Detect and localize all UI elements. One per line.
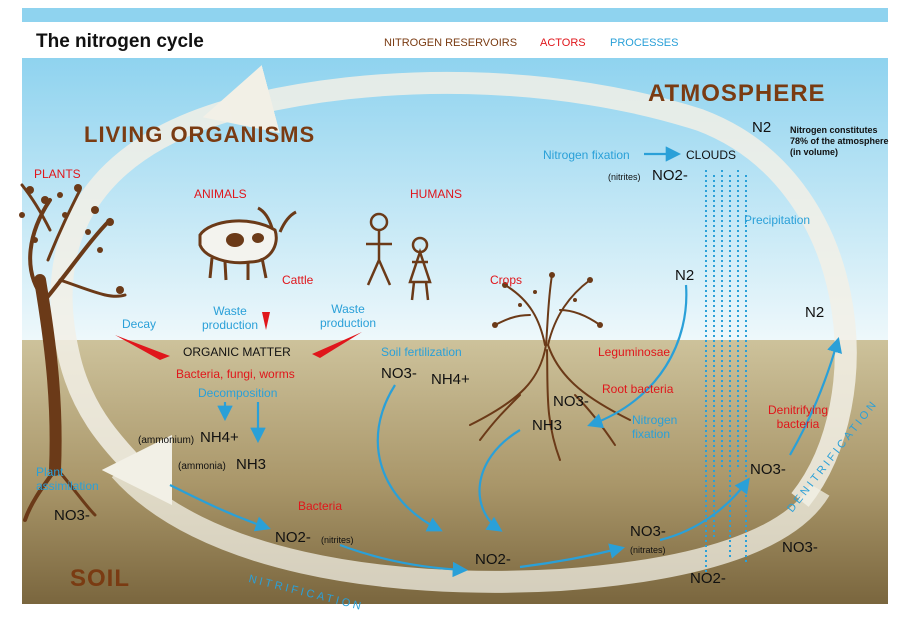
chem-no2-clouds: NO2-: [652, 168, 688, 183]
chem-nh4-fertilization: NH4+: [431, 372, 470, 387]
denitrifying-line: Denitrifying: [768, 404, 828, 418]
label-clouds: CLOUDS: [686, 149, 736, 161]
waste-line: production: [320, 317, 376, 331]
legend-processes: PROCESSES: [610, 38, 678, 49]
waste-line: Waste: [320, 303, 376, 317]
chem-no3-denitrification: NO3-: [750, 462, 786, 477]
chem-nh3-decomposition: NH3: [236, 457, 266, 472]
n2-note-line: 78% of the atmosphere: [790, 136, 889, 147]
waste-line: Waste: [202, 305, 258, 319]
chem-nh4-decomposition: NH4+: [200, 430, 239, 445]
chem-no2-bottom: NO2-: [475, 552, 511, 567]
chem-no3-nitrates: NO3-: [630, 524, 666, 539]
reservoir-living-organisms: LIVING ORGANISMS: [84, 124, 315, 146]
chem-n2-atmosphere: N2: [752, 120, 771, 135]
actor-plants: PLANTS: [34, 168, 81, 180]
assimilation-line: assimilation: [36, 480, 99, 494]
chem-no2-mid: NO2-: [275, 530, 311, 545]
n2-note-line: Nitrogen constitutes: [790, 125, 889, 136]
process-nitrogen-fixation-root: Nitrogen fixation: [632, 414, 677, 442]
chem-no3-right: NO3-: [782, 540, 818, 555]
process-plant-assimilation: Plant assimilation: [36, 466, 99, 494]
process-decay: Decay: [122, 318, 156, 330]
top-band: [22, 8, 888, 22]
chem-no3-fertilization: NO3-: [381, 366, 417, 381]
process-soil-fertilization: Soil fertilization: [381, 346, 462, 358]
process-waste-cattle: Waste production: [202, 305, 258, 333]
legend-actors: ACTORS: [540, 38, 586, 49]
process-decomposition: Decomposition: [198, 387, 277, 399]
n2-note: Nitrogen constitutes 78% of the atmosphe…: [790, 125, 889, 157]
chem-no3-root: NO3-: [553, 394, 589, 409]
n2-note-line: (in volume): [790, 147, 889, 158]
fixation-line: Nitrogen: [632, 414, 677, 428]
chem-n2-right: N2: [805, 305, 824, 320]
chem-n2-mid: N2: [675, 268, 694, 283]
label-ammonium: (ammonium): [138, 436, 194, 446]
label-nitrites-soil: (nitrites): [321, 536, 354, 545]
waste-line: production: [202, 319, 258, 333]
process-waste-humans: Waste production: [320, 303, 376, 331]
reservoir-soil: SOIL: [70, 567, 130, 591]
assimilation-line: Plant: [36, 466, 99, 480]
fixation-line: fixation: [632, 428, 677, 442]
denitrifying-line: bacteria: [768, 418, 828, 432]
chem-nh3-root: NH3: [532, 418, 562, 433]
actor-bacteria: Bacteria: [298, 500, 342, 512]
label-nitrates: (nitrates): [630, 546, 666, 555]
actor-root-bacteria: Root bacteria: [602, 383, 673, 395]
process-precipitation: Precipitation: [744, 214, 810, 226]
legend-reservoirs: NITROGEN RESERVOIRS: [384, 38, 517, 49]
label-organic-matter: ORGANIC MATTER: [183, 346, 291, 358]
diagram-title: The nitrogen cycle: [36, 32, 204, 51]
label-nitrites-clouds: (nitrites): [608, 173, 641, 182]
actor-leguminosae: Leguminosae: [598, 346, 670, 358]
actor-cattle: Cattle: [282, 274, 313, 286]
reservoir-atmosphere: ATMOSPHERE: [648, 82, 826, 106]
actor-animals: ANIMALS: [194, 188, 247, 200]
actor-humans: HUMANS: [410, 188, 462, 200]
chem-no2-clouds-bottom: NO2-: [690, 571, 726, 586]
actor-crops: Crops: [490, 274, 522, 286]
chem-no3-left: NO3-: [54, 508, 90, 523]
process-nitrogen-fixation-top: Nitrogen fixation: [543, 149, 630, 161]
label-ammonia: (ammonia): [178, 462, 226, 472]
actor-denitrifying-bacteria: Denitrifying bacteria: [768, 404, 828, 432]
actor-bacteria-fungi-worms: Bacteria, fungi, worms: [176, 368, 295, 380]
